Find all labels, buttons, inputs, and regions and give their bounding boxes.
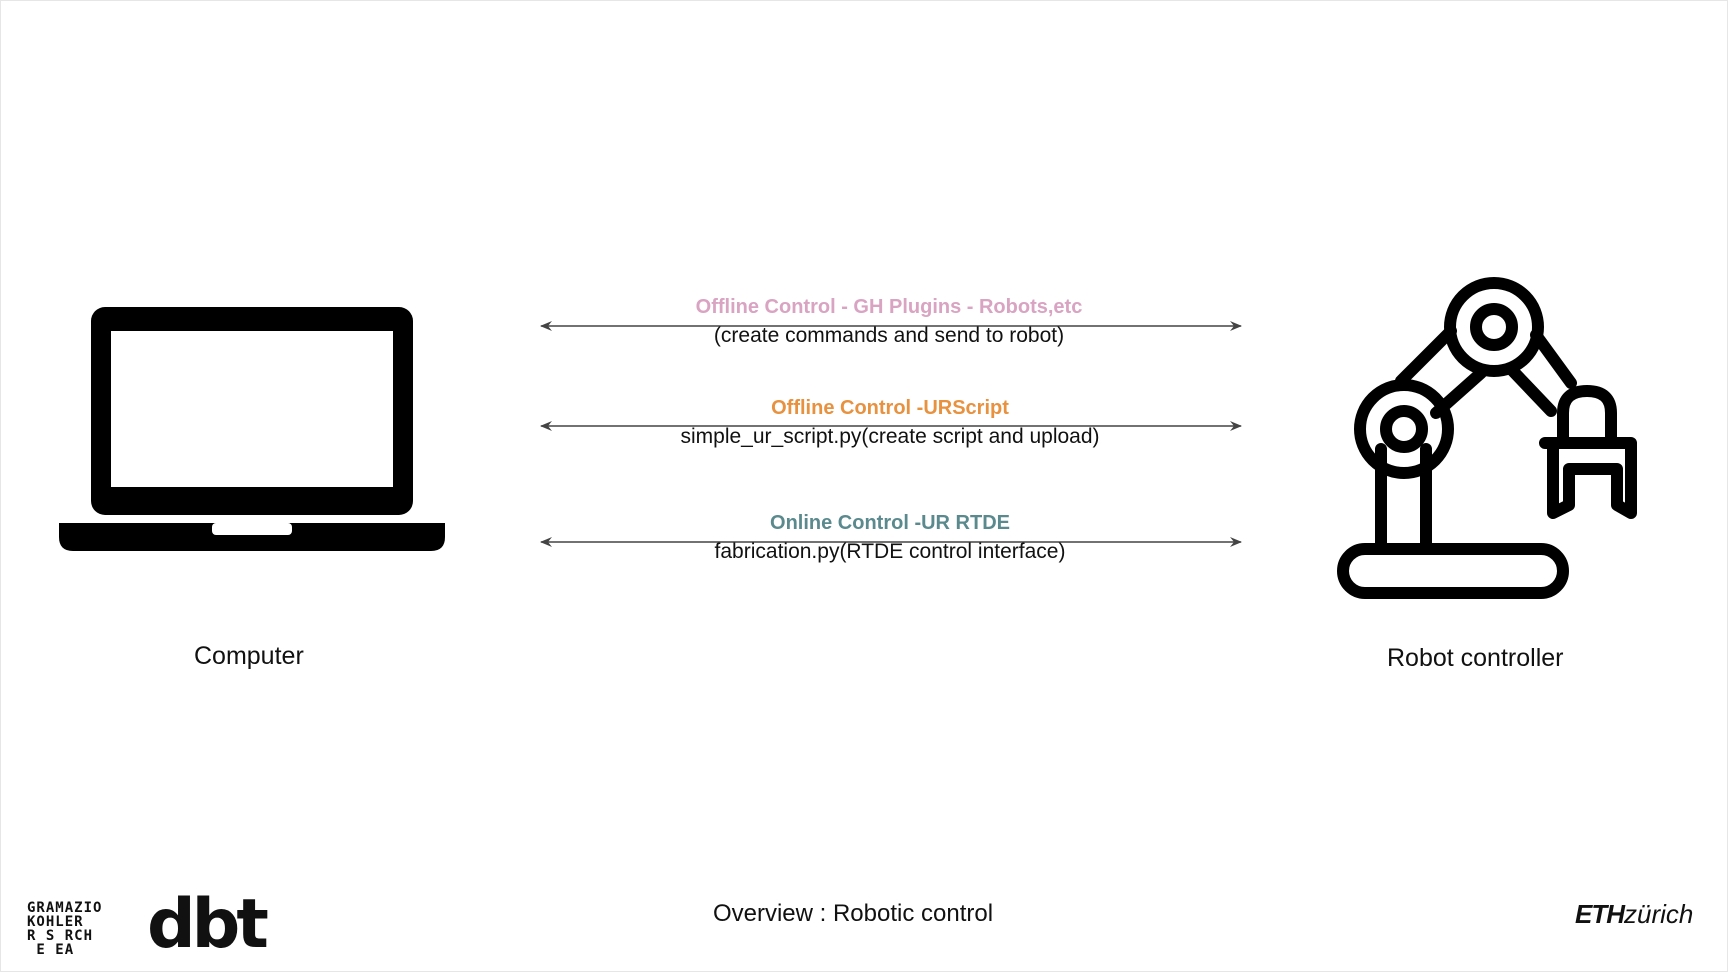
connection-subtitle-3: fabrication.py(RTDE control interface) [714,540,1066,563]
laptop-icon [59,307,445,551]
connection-subtitle-2: simple_ur_script.py(create script and up… [680,425,1100,448]
gk-logo-line-1: GRAMAZIO [27,900,103,916]
gk-logo-line-3: R S RCH [27,928,94,944]
connection-subtitle-1: (create commands and send to robot) [713,324,1065,347]
robot-arm-icon [1337,277,1637,599]
gk-logo-line-2: KOHLER [27,914,84,930]
computer-label: Computer [194,642,304,670]
footer-title: Overview : Robotic control [712,900,994,927]
eth-logo-bold: ETH [1575,899,1625,929]
gramazio-kohler-logo: GRAMAZIO KOHLER R S RCH E EA [27,901,102,957]
robot-controller-label: Robot controller [1387,644,1564,672]
connection-title-1: Offline Control - GH Plugins - Robots,et… [695,296,1083,318]
eth-zurich-logo: ETHzürich [1575,899,1693,930]
eth-logo-rest: zürich [1624,899,1694,929]
connection-title-2: Offline Control -URScript [771,397,1009,419]
dbt-logo: dbt [147,885,269,964]
connection-title-3: Online Control -UR RTDE [770,512,1010,534]
gk-logo-line-4: E EA [27,942,75,958]
